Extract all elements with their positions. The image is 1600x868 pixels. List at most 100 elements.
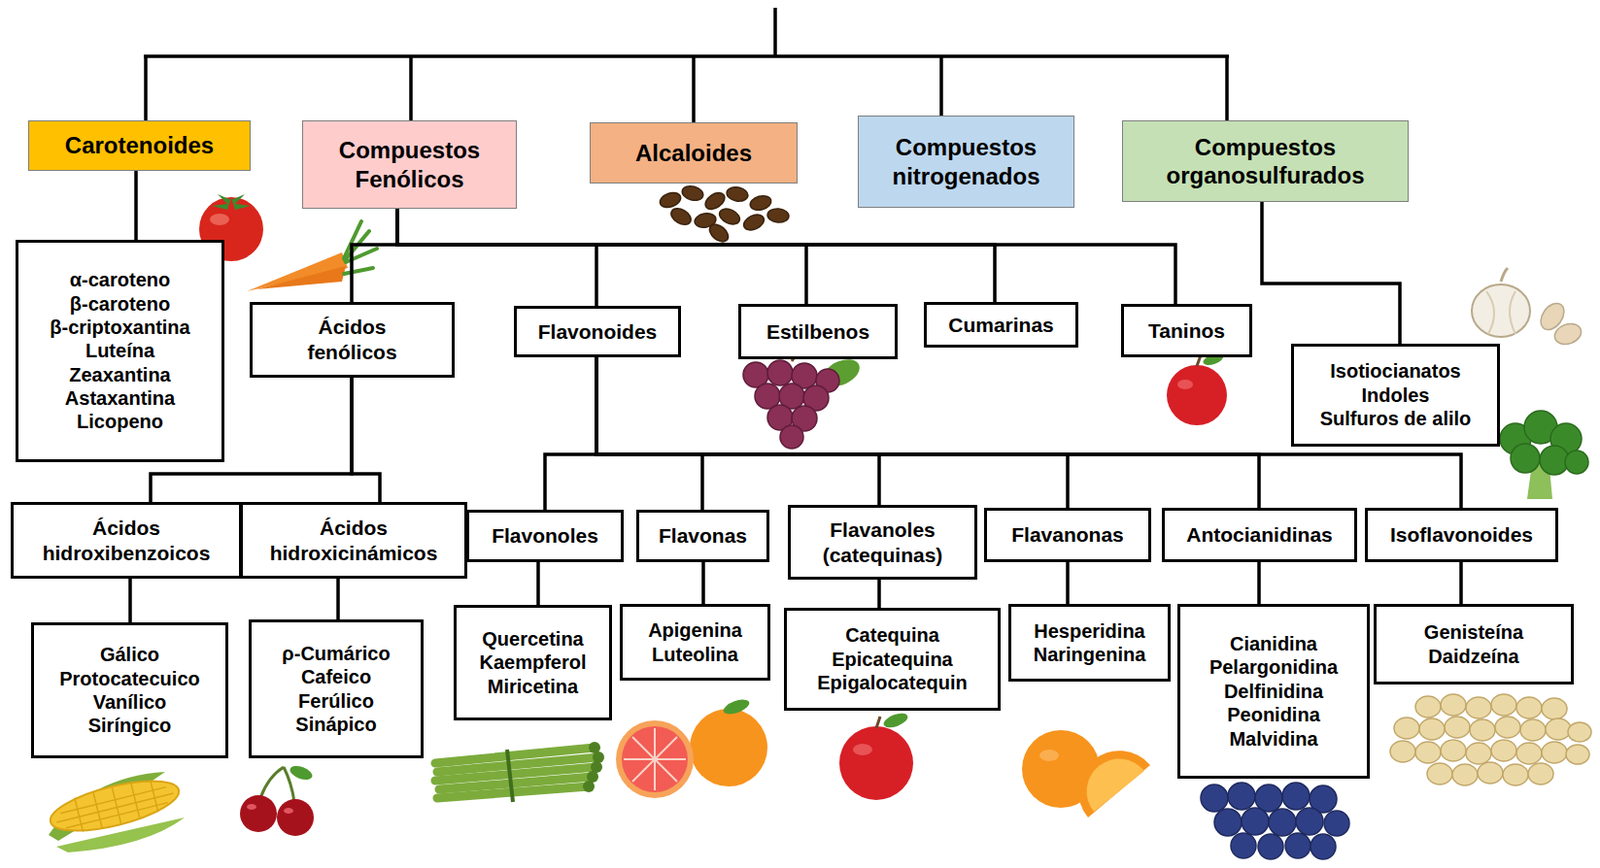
garlic-illustration bbox=[1471, 268, 1585, 348]
subcategory-box: Taninos bbox=[1121, 304, 1253, 358]
tree-connector bbox=[877, 579, 882, 609]
tree-connector bbox=[596, 357, 703, 511]
asparagus-illustration bbox=[435, 742, 605, 803]
box-label: Cumarinas bbox=[948, 312, 1055, 339]
orange-illustration bbox=[1021, 730, 1151, 818]
box-label: Estilbenos bbox=[766, 319, 870, 345]
category-box: Compuestos organosulfurados bbox=[1122, 120, 1409, 203]
tree-line bbox=[773, 7, 778, 57]
subcategory-box: GálicoProtocatecuicoVanílicoSiríngico bbox=[31, 622, 229, 759]
box-label: Flavonoides bbox=[538, 319, 658, 345]
box-label: Protocatecuico bbox=[59, 667, 200, 691]
subcategory-box: QuercetinaKaempferolMiricetina bbox=[453, 605, 613, 721]
box-label: Sulfuros de alilo bbox=[1320, 407, 1472, 431]
box-label: Ácidos hidroxicinámicos bbox=[250, 515, 457, 566]
box-label: β-criptoxantina bbox=[49, 315, 190, 340]
tree-line bbox=[143, 56, 148, 121]
tree-connector bbox=[596, 357, 1260, 509]
tree-connector bbox=[1257, 562, 1261, 605]
box-label: Peonidina bbox=[1226, 703, 1321, 727]
apple-illustration bbox=[1166, 351, 1227, 426]
box-label: Gálico bbox=[100, 643, 160, 667]
box-label: Hesperidina bbox=[1033, 619, 1145, 644]
box-label: Compuestos organosulfurados bbox=[1139, 133, 1393, 191]
cherries-illustration bbox=[239, 763, 314, 837]
corn-illustration bbox=[45, 771, 185, 853]
box-label: Naringenina bbox=[1033, 643, 1147, 667]
blueberries-illustration bbox=[1200, 782, 1350, 860]
box-label: Antocianidinas bbox=[1186, 522, 1333, 548]
subcategory-box: CianidinaPelargonidinaDelfinidinaPeonidi… bbox=[1177, 604, 1370, 780]
tree-connector bbox=[544, 357, 597, 511]
tree-connector bbox=[397, 208, 807, 305]
box-label: Cafeico bbox=[301, 665, 372, 689]
apple-illustration bbox=[839, 711, 914, 801]
subcategory-box: Flavonas bbox=[636, 510, 770, 563]
tree-line bbox=[408, 56, 413, 121]
box-label: Compuestos nitrogenados bbox=[869, 133, 1064, 191]
box-label: Kaempferol bbox=[478, 650, 586, 675]
box-label: Malvidina bbox=[1228, 727, 1318, 751]
box-label: Licopeno bbox=[76, 409, 164, 434]
box-label: Epicatequina bbox=[831, 647, 953, 672]
box-label: Zeaxantina bbox=[68, 363, 171, 387]
tree-line bbox=[143, 54, 1229, 59]
tree-connector bbox=[701, 562, 706, 605]
tree-connector bbox=[1459, 562, 1464, 605]
tree-connector bbox=[1261, 202, 1400, 344]
box-label: Flavonoles bbox=[491, 523, 599, 549]
box-label: Cianidina bbox=[1229, 632, 1318, 656]
subcategory-box: HesperidinaNaringenina bbox=[1008, 604, 1171, 682]
tree-connector bbox=[336, 578, 341, 620]
category-box: Compuestos nitrogenados bbox=[857, 115, 1075, 208]
subcategory-box: Antocianidinas bbox=[1161, 508, 1358, 563]
box-label: Pelargonidina bbox=[1209, 655, 1338, 680]
box-label: Astaxantina bbox=[65, 386, 175, 410]
tree-line bbox=[939, 56, 944, 116]
tree-connector bbox=[397, 208, 1176, 305]
tree-line bbox=[691, 56, 696, 123]
box-label: Luteína bbox=[85, 339, 155, 363]
subcategory-box: Flavonoides bbox=[513, 306, 681, 358]
tree-connector bbox=[397, 208, 995, 303]
subcategory-box: Ácidos hidroxicinámicos bbox=[239, 502, 468, 579]
subcategory-box: Cumarinas bbox=[923, 302, 1079, 348]
subcategory-box: Ácidos hidroxibenzoicos bbox=[10, 502, 242, 579]
subcategory-box: IsotiocianatosIndolesSulfuros de alilo bbox=[1291, 343, 1500, 447]
box-label: Isoflavonoides bbox=[1390, 522, 1533, 548]
grapes-illustration bbox=[743, 345, 864, 449]
box-label: Daidzeína bbox=[1428, 645, 1519, 669]
box-label: Sinápico bbox=[295, 713, 376, 737]
tree-connector bbox=[134, 170, 138, 240]
box-label: Apigenina bbox=[647, 618, 743, 643]
subcategory-box: Estilbenos bbox=[738, 304, 898, 360]
box-label: Ácidos hidroxibenzoicos bbox=[23, 515, 230, 566]
subcategory-box: CatequinaEpicatequinaEpigalocatequin bbox=[783, 608, 1001, 712]
box-label: Vanílico bbox=[93, 690, 168, 715]
tree-connector bbox=[1065, 562, 1070, 605]
box-label: Ferúlico bbox=[298, 689, 375, 714]
box-label: Genisteína bbox=[1424, 620, 1524, 645]
broccoli-illustration bbox=[1499, 410, 1589, 500]
box-label: Flavonas bbox=[658, 523, 748, 549]
box-label: α-caroteno bbox=[69, 268, 171, 292]
tree-connector bbox=[397, 208, 597, 307]
subcategory-box: Flavonoles bbox=[466, 510, 624, 563]
subcategory-box: ApigeninaLuteolina bbox=[619, 604, 771, 681]
box-label: Quercetina bbox=[481, 627, 583, 651]
box-label: Delfinidina bbox=[1224, 680, 1324, 704]
subcategory-box: Flavanonas bbox=[984, 508, 1152, 563]
box-label: Isotiocianatos bbox=[1329, 359, 1461, 383]
soybeans-illustration bbox=[1390, 694, 1592, 786]
box-label: Ácidos fenólicos bbox=[279, 314, 426, 365]
category-box: Compuestos Fenólicos bbox=[302, 120, 517, 209]
box-label: Taninos bbox=[1148, 318, 1226, 344]
box-label: ρ-Cumárico bbox=[281, 642, 390, 666]
box-label: Catequina bbox=[845, 623, 940, 647]
subcategory-box: GenisteínaDaidzeína bbox=[1373, 604, 1574, 685]
subcategory-box: Isoflavonoides bbox=[1364, 508, 1559, 563]
subcategory-box: Ácidos fenólicos bbox=[249, 302, 455, 378]
subcategory-box: ρ-CumáricoCafeicoFerúlicoSinápico bbox=[248, 619, 424, 759]
tree-line bbox=[1225, 56, 1229, 121]
category-box: Alcaloides bbox=[589, 122, 798, 184]
